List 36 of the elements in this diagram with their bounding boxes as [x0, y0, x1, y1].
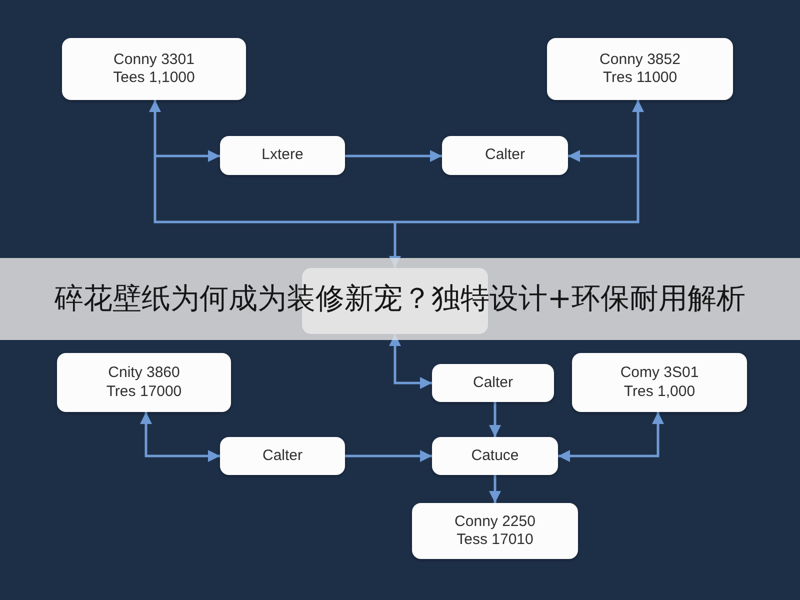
node-label: Calter: [484, 146, 525, 165]
node-label: Conny 2250: [454, 512, 536, 531]
node-label: Tees 1,1000: [113, 69, 195, 88]
process-box: [412, 503, 578, 559]
arrow: [155, 150, 220, 162]
double-arrow: [558, 412, 664, 462]
process-box: [220, 136, 345, 175]
node-label: Conny 3852: [600, 50, 680, 69]
arrow: [489, 475, 501, 503]
node-label: Lxtere: [262, 146, 304, 165]
arrow: [345, 150, 442, 162]
process-box: [57, 353, 231, 412]
process-box: [62, 38, 246, 100]
process-box: [572, 353, 747, 412]
node-label: Cnity 3860: [108, 364, 180, 382]
process-box: [432, 364, 554, 402]
node-label: Calter: [472, 374, 513, 392]
title-text: 碎花壁纸为何成为装修新宠？独特设计+环保耐用解析: [54, 280, 746, 317]
arrow: [489, 402, 501, 437]
arrow: [149, 100, 395, 224]
node-label: Tres 17000: [106, 382, 182, 401]
node-label: Comy 3S01: [620, 364, 699, 382]
process-box: [442, 136, 568, 175]
node-label: Conny 3301: [114, 50, 194, 69]
process-box: [220, 437, 345, 475]
double-arrow: [140, 412, 220, 462]
process-box: [432, 437, 558, 475]
node-label: Tres 1,000: [624, 382, 696, 401]
node-label: Tess 17010: [456, 531, 534, 550]
node-label: Tres 11000: [602, 69, 678, 88]
arrow: [568, 150, 638, 162]
arrow: [395, 100, 644, 224]
process-box: [547, 38, 733, 100]
node-label: Catuce: [471, 446, 519, 466]
node-label: Calter: [262, 446, 302, 466]
arrow: [345, 450, 432, 462]
